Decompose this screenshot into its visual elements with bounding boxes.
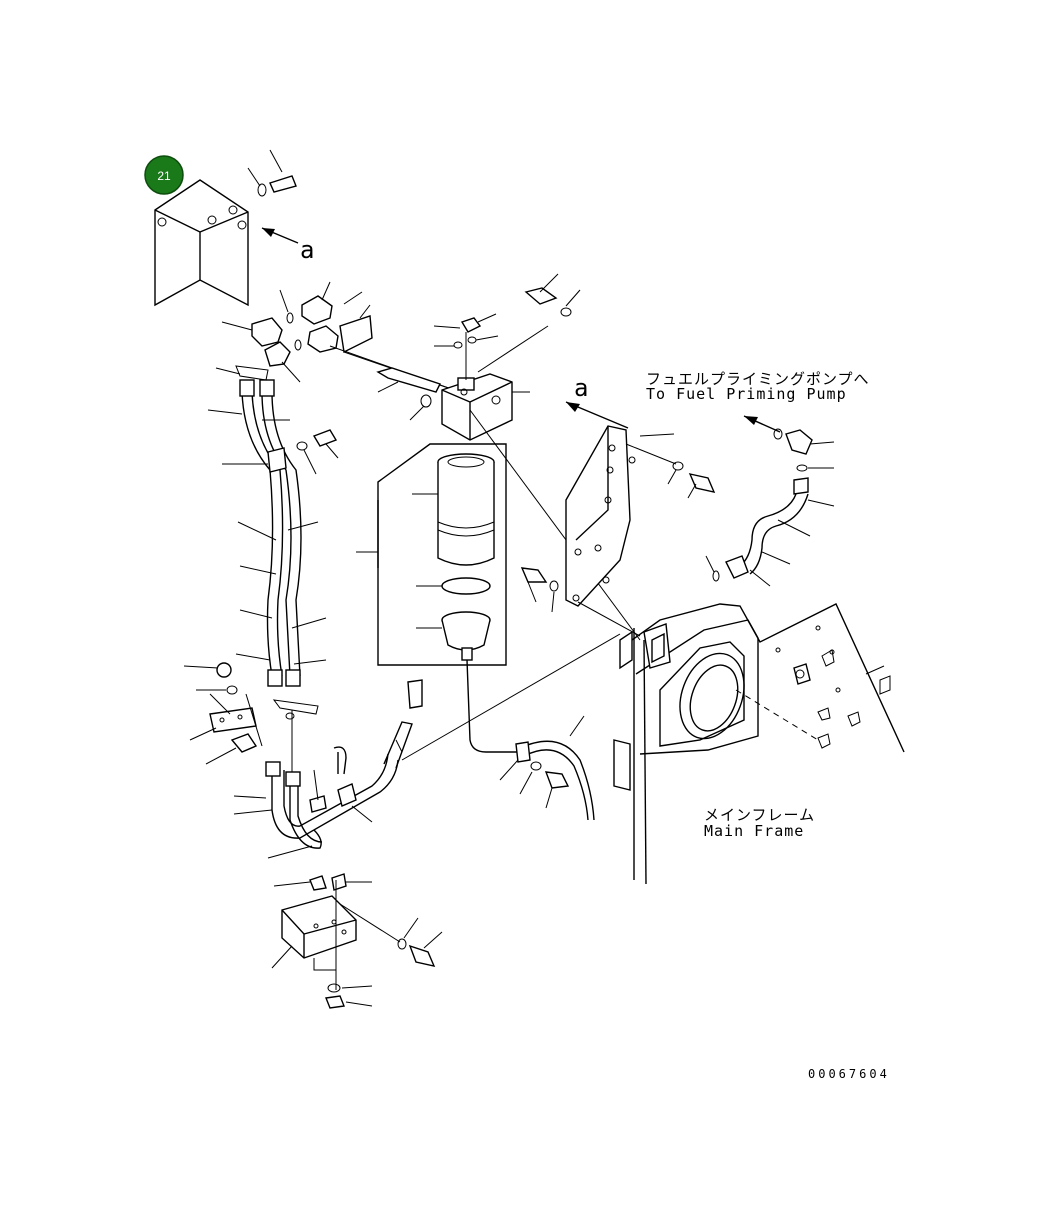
bracket-bolt-top bbox=[524, 273, 581, 317]
long-bolt bbox=[376, 367, 441, 421]
mounting-bracket bbox=[565, 425, 675, 637]
priming-pump-hose bbox=[705, 428, 835, 587]
drain-hose bbox=[466, 659, 595, 821]
filter-cartridge bbox=[412, 453, 495, 566]
guide-line-2 bbox=[469, 409, 641, 641]
fuel-hoses bbox=[207, 379, 327, 687]
filter-box bbox=[356, 443, 507, 666]
elbow-fittings bbox=[221, 281, 363, 383]
bottom-bracket bbox=[271, 873, 401, 1009]
lower-fittings bbox=[183, 662, 263, 765]
head-bolts bbox=[433, 313, 549, 380]
item-number-badge[interactable]: 21 bbox=[144, 155, 184, 195]
main-frame-label-en: Main Frame bbox=[704, 822, 804, 840]
bracket-side-bolts bbox=[520, 443, 716, 613]
cover-plate bbox=[154, 179, 249, 307]
view-letter-left: a bbox=[300, 236, 314, 264]
main-frame-label-jp: メインフレーム bbox=[704, 806, 815, 824]
filter-head bbox=[441, 373, 530, 441]
main-frame: メインフレーム Main Frame bbox=[613, 603, 905, 885]
bracket-bolts-bottom bbox=[397, 917, 443, 967]
o-ring bbox=[416, 577, 491, 595]
fuel-pipe-assembly bbox=[233, 679, 423, 859]
filter-bowl bbox=[416, 611, 491, 661]
cover-bolt bbox=[247, 149, 297, 197]
hose-clamp bbox=[215, 365, 339, 475]
view-arrow-a-left: a bbox=[261, 227, 314, 264]
fuel-pump-label-jp: フュエルプライミングポンプへ bbox=[646, 370, 870, 388]
fuel-priming-pump-label: フュエルプライミングポンプへ To Fuel Priming Pump bbox=[646, 370, 870, 433]
fuel-pump-label-en: To Fuel Priming Pump bbox=[646, 385, 847, 403]
view-letter-right: a bbox=[574, 374, 588, 402]
view-arrow-a-right: a bbox=[565, 374, 629, 429]
badge-number: 21 bbox=[157, 169, 171, 183]
guide-line bbox=[401, 633, 621, 761]
drawing-number: 00067604 bbox=[808, 1067, 890, 1081]
tee-fitting bbox=[272, 699, 319, 772]
